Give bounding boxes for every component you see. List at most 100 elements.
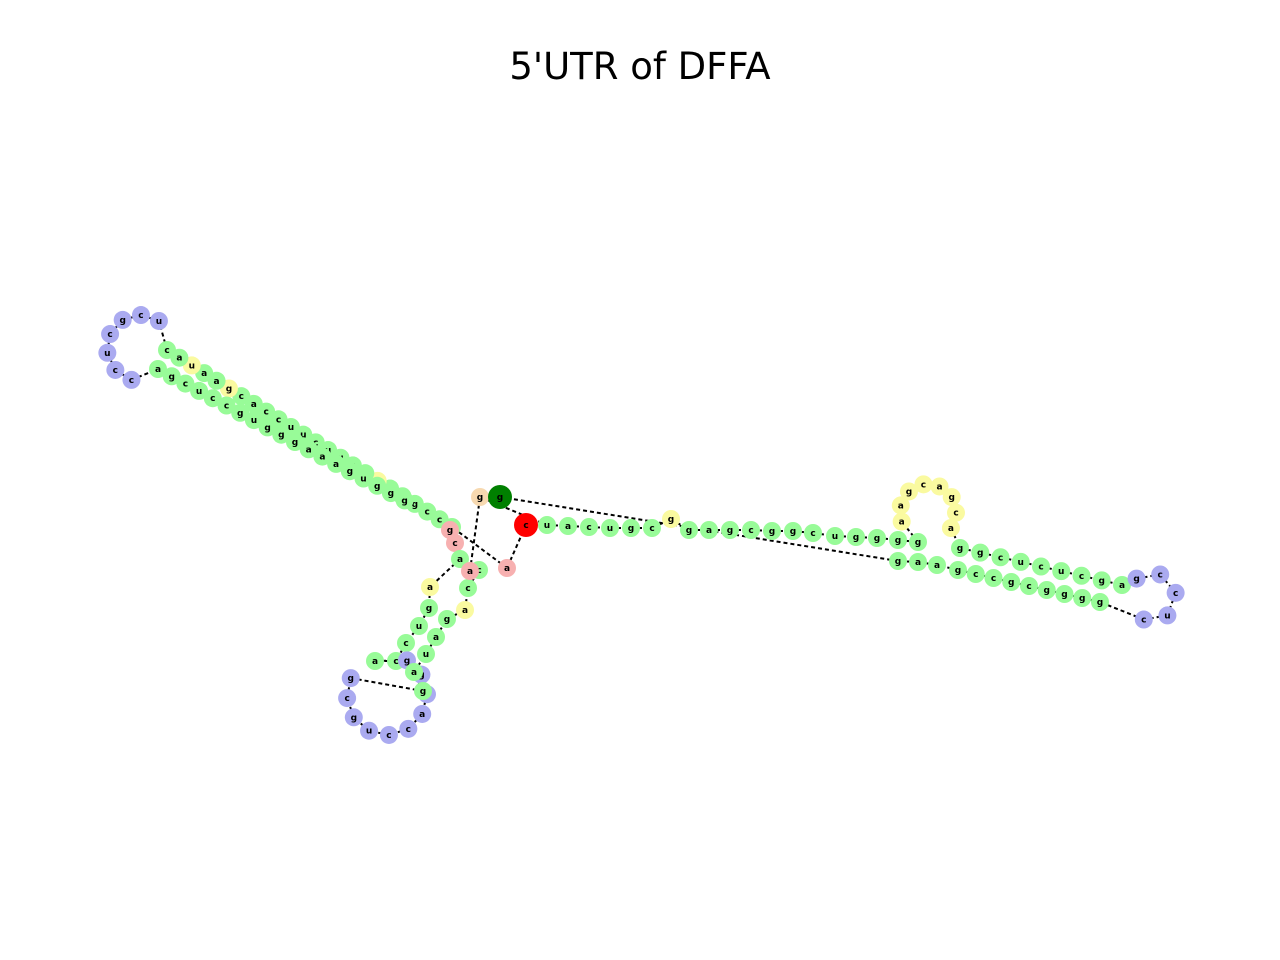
nucleotide-label: g — [401, 496, 407, 506]
nucleotide-stem: g — [381, 484, 400, 503]
nucleotide-stem: g — [368, 476, 387, 495]
nucleotide-multiloop: c — [446, 534, 464, 552]
nucleotide-stem: g — [889, 531, 907, 549]
nucleotide-hairpin-loop: c — [122, 370, 141, 389]
nucleotide-label: a — [565, 522, 571, 532]
nucleotide-stem: u — [826, 527, 844, 545]
nucleotide-stem: g — [763, 522, 781, 540]
nucleotide-label: g — [957, 544, 963, 554]
nucleotide-multiloop: a — [461, 562, 479, 580]
nucleotide-stem: a — [909, 553, 927, 571]
nucleotide-stem: g — [1055, 585, 1074, 603]
nucleotide-label: u — [1058, 567, 1064, 577]
nucleotide-label: u — [1018, 558, 1024, 568]
nucleotide-label: g — [292, 438, 298, 448]
nucleotide-label: g — [668, 515, 674, 525]
nucleotide-label: c — [452, 539, 457, 549]
backbone-layer — [106, 314, 1177, 736]
nucleotide-hairpin-loop: u — [360, 721, 379, 740]
nucleotide-label: c — [1026, 582, 1031, 592]
nucleotide-label: c — [344, 694, 349, 704]
nucleotide-hairpin-loop: c — [106, 360, 125, 379]
nucleotide-interior-loop: c — [946, 503, 965, 522]
nucleotide-multiloop: a — [498, 559, 516, 577]
nucleotide-stem: c — [742, 521, 760, 539]
nucleotide-stem: g — [340, 462, 359, 481]
nucleotide-stem: c — [984, 569, 1003, 587]
nucleotide-label: a — [948, 524, 954, 534]
nucleotide-label: c — [403, 639, 408, 649]
nucleotide-label: g — [1097, 598, 1103, 608]
nucleotide-label: a — [467, 567, 473, 577]
nucleotide-stem: a — [149, 360, 167, 378]
nucleotide-stem: a — [327, 454, 346, 473]
nucleotide-label: g — [628, 524, 634, 534]
nucleotide-label: a — [934, 561, 940, 571]
nucleotide-stem: a — [366, 652, 384, 670]
nucleotide-stem: g — [971, 543, 990, 562]
nucleotide-label: a — [504, 564, 510, 574]
nucleotide-hairpin-loop: u — [1158, 606, 1177, 625]
nucleotide-stem: c — [1032, 557, 1050, 576]
nucleotide-label: g — [790, 527, 796, 537]
nucleotide-label: u — [366, 727, 372, 737]
nucleotide-label: u — [360, 475, 366, 485]
figure-title: 5'UTR of DFFA — [509, 45, 770, 88]
nucleotide-label: c — [183, 380, 188, 390]
nucleotide-stem: g — [868, 529, 886, 547]
nucleotide-stem: u — [601, 519, 619, 537]
nucleotide-label: a — [306, 445, 312, 455]
nucleotide-label: g — [237, 409, 243, 419]
nucleotide-hairpin-loop: g — [344, 708, 363, 727]
nucleotide-stem: g — [889, 552, 907, 570]
nucleotide-stem: u — [1011, 552, 1030, 571]
nucleotide-label: c — [649, 524, 654, 534]
nucleotide-hairpin-loop: g — [341, 669, 360, 688]
nucleotide-label: g — [347, 467, 353, 477]
nucleotide-label: g — [1044, 586, 1050, 596]
nucleotide-label: c — [1173, 589, 1178, 599]
nucleotide-stem: c — [1072, 566, 1091, 585]
nucleotide-label: g — [727, 526, 733, 536]
nucleotide-label: g — [264, 423, 270, 433]
nucleotide-label: g — [1099, 576, 1105, 586]
nucleotide-stem: g — [721, 521, 739, 539]
nucleotide-label: g — [374, 482, 380, 492]
nucleotide-label: g — [404, 656, 410, 666]
nucleotide-stem: a — [451, 550, 469, 568]
nucleotide-stem: c — [203, 389, 222, 408]
nucleotide-label: g — [497, 493, 503, 503]
nucleotide-stem: g — [1091, 593, 1109, 611]
nucleotide-stem: c — [176, 374, 195, 393]
nucleotide-label: u — [251, 416, 257, 426]
nucleotide-label: g — [1133, 575, 1139, 585]
nucleotide-label: g — [853, 533, 859, 543]
nucleotide-label: g — [915, 538, 921, 548]
nucleotide-label: c — [239, 392, 244, 402]
nucleotide-label: c — [276, 415, 281, 425]
nucleotide-interior-loop: a — [456, 601, 474, 619]
nucleotide-stem: a — [559, 517, 577, 535]
five-prime-end-marker: c — [514, 513, 538, 537]
nucleotide-stem: a — [405, 663, 423, 681]
nucleotide-label: g — [168, 372, 174, 382]
nucleotide-label: g — [1079, 594, 1085, 604]
nucleotide-stem: g — [420, 599, 438, 617]
nucleotide-hairpin-loop: g — [113, 310, 132, 329]
nucleotide-stem: g — [1073, 589, 1092, 607]
nucleotide-stem: g — [414, 682, 432, 700]
nucleotide-stem: g — [847, 528, 865, 546]
nucleotide-stem: a — [299, 440, 318, 459]
nucleotide-hairpin-loop: c — [1134, 610, 1153, 629]
nucleotide-interior-loop: a — [930, 477, 949, 496]
nucleotide-hairpin-loop: c — [1166, 583, 1185, 602]
nucleotide-label: a — [419, 710, 425, 720]
nucleotide-label: c — [953, 509, 958, 519]
nucleotide-label: g — [119, 316, 125, 326]
nucleotide-stem: g — [231, 403, 250, 422]
nucleotide-stem: g — [162, 367, 181, 386]
nucleotide-label: a — [427, 583, 433, 593]
nucleotide-stem: a — [313, 447, 332, 466]
nucleotide-stem: g — [784, 522, 802, 540]
